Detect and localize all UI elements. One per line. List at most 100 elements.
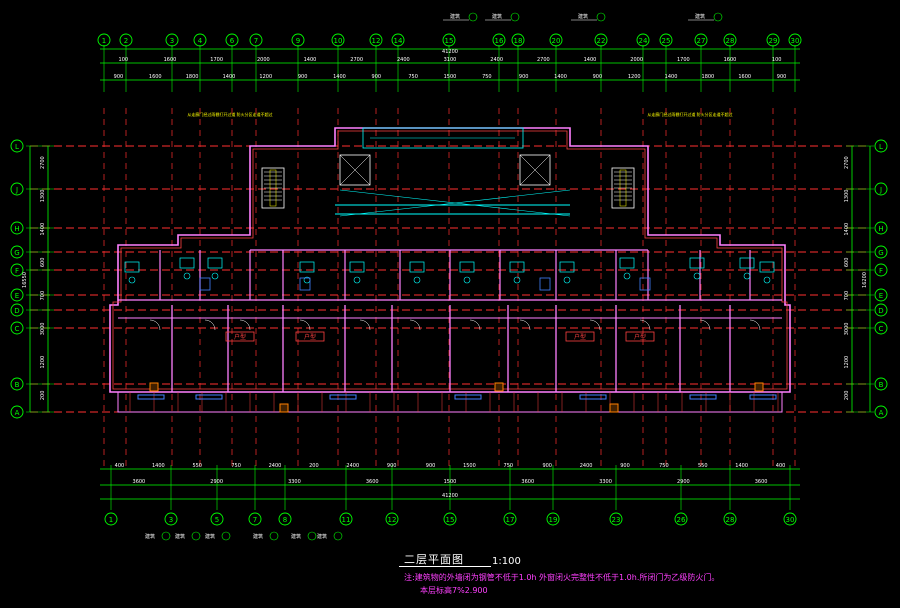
dim-text-right: 200 bbox=[844, 391, 850, 401]
dim-text-left-total: 16550 bbox=[22, 272, 28, 288]
door-swing bbox=[239, 319, 251, 331]
axis-label-left: G bbox=[14, 249, 19, 257]
callout-bubble bbox=[713, 12, 723, 22]
fixture-round bbox=[183, 272, 191, 280]
fixture-round bbox=[763, 276, 771, 284]
axis-bubble-left bbox=[10, 245, 24, 259]
dim-text-top-row2: 900 bbox=[114, 74, 124, 80]
callout-text-top: 建筑 bbox=[578, 13, 588, 20]
axis-label-top: 14 bbox=[394, 37, 403, 45]
dim-text-top-total: 41200 bbox=[442, 49, 458, 55]
axis-bubble-top bbox=[788, 33, 802, 47]
drawing-scale: 1:100 bbox=[492, 556, 521, 567]
axis-bubble-top bbox=[766, 33, 780, 47]
axis-bubble-top bbox=[291, 33, 305, 47]
dim-text-bot-row2: 3300 bbox=[288, 479, 301, 485]
dim-text-top-row2: 1400 bbox=[665, 74, 678, 80]
dim-text-bot-row1: 400 bbox=[776, 463, 786, 469]
dim-text-bot-row1: 750 bbox=[659, 463, 669, 469]
axis-label-top: 2 bbox=[124, 37, 128, 45]
axis-label-top: 25 bbox=[662, 37, 671, 45]
callout-note-left: 从走廊门经过雨棚打开过道 防火分区走道不超过 bbox=[187, 111, 272, 117]
window bbox=[749, 394, 777, 400]
dim-text-bot-row1: 1500 bbox=[463, 463, 476, 469]
dim-text-left: 1300 bbox=[40, 190, 46, 203]
axis-bubble-right bbox=[874, 377, 888, 391]
room-tag: 户型 bbox=[634, 333, 646, 341]
fire-note: 注:建筑物的外墙闭为钢管不低于1.0h 外窗闭火完整性不低于1.0h.所闭门为乙… bbox=[404, 573, 720, 582]
dim-text-bot-row1: 550 bbox=[192, 463, 202, 469]
dim-text-left: 200 bbox=[40, 391, 46, 401]
dim-text-top-row2: 900 bbox=[372, 74, 382, 80]
dim-text-bot-row2: 1500 bbox=[444, 479, 457, 485]
axis-label-bottom: 28 bbox=[726, 516, 735, 524]
axis-bubble-left bbox=[10, 321, 24, 335]
door-swing bbox=[699, 319, 711, 331]
dim-text-top-row2: 900 bbox=[519, 74, 529, 80]
axis-label-right: E bbox=[879, 292, 883, 300]
axis-label-top: 6 bbox=[230, 37, 235, 45]
callout-text-bottom: 建筑 bbox=[205, 533, 215, 540]
callout-text-bottom: 建筑 bbox=[145, 533, 155, 540]
dim-text-top-row1: 1600 bbox=[724, 57, 737, 63]
roof-corridor bbox=[362, 127, 524, 149]
callout-bubble bbox=[333, 531, 343, 541]
dim-text-top-row2: 1200 bbox=[628, 74, 641, 80]
dim-text-bot-row2: 2900 bbox=[210, 479, 223, 485]
axis-label-top: 28 bbox=[726, 37, 735, 45]
room-tag: 户型 bbox=[234, 333, 246, 341]
axis-label-top: 9 bbox=[296, 37, 300, 45]
axis-label-top: 29 bbox=[769, 37, 778, 45]
building-outline-inner bbox=[112, 130, 788, 390]
axis-label-left: C bbox=[15, 325, 20, 333]
axis-label-bottom: 26 bbox=[677, 516, 686, 524]
callout-bubble bbox=[596, 12, 606, 22]
fixture bbox=[207, 257, 223, 269]
axis-bubble-right bbox=[874, 405, 888, 419]
dim-text-top-row1: 2700 bbox=[537, 57, 550, 63]
fixture-round bbox=[128, 276, 136, 284]
axis-label-top: 18 bbox=[514, 37, 523, 45]
callout-bubble bbox=[161, 531, 171, 541]
axis-bubble-bottom bbox=[339, 512, 353, 526]
axis-label-bottom: 17 bbox=[506, 516, 515, 524]
dim-text-right: 600 bbox=[844, 258, 850, 268]
axis-label-bottom: 11 bbox=[342, 516, 351, 524]
dim-text-top-row1: 1700 bbox=[210, 57, 223, 63]
axis-bubble-right bbox=[874, 263, 888, 277]
fixture bbox=[179, 257, 195, 269]
dim-text-bot-total: 41200 bbox=[442, 493, 458, 499]
door-swing bbox=[409, 319, 421, 331]
dim-text-left: 600 bbox=[40, 258, 46, 268]
dim-text-top-row2: 750 bbox=[482, 74, 492, 80]
stair-right-handrail bbox=[619, 169, 627, 207]
dim-text-bot-row1: 550 bbox=[698, 463, 708, 469]
fixture-round bbox=[623, 272, 631, 280]
axis-bubble-top bbox=[391, 33, 405, 47]
fixture-round bbox=[743, 272, 751, 280]
callout-text-top: 建筑 bbox=[695, 13, 705, 20]
window bbox=[689, 394, 717, 400]
callout-text-bottom: 建筑 bbox=[253, 533, 263, 540]
dim-text-top-row2: 1400 bbox=[223, 74, 236, 80]
dim-text-top-row1: 100 bbox=[119, 57, 129, 63]
callout-text-bottom: 建筑 bbox=[317, 533, 327, 540]
fixture-round bbox=[513, 276, 521, 284]
fixture bbox=[299, 261, 315, 273]
axis-label-left: D bbox=[14, 307, 19, 315]
axis-bubble-right bbox=[874, 245, 888, 259]
axis-label-bottom: 8 bbox=[283, 516, 287, 524]
fixture bbox=[619, 257, 635, 269]
axis-label-bottom: 1 bbox=[109, 516, 113, 524]
room-tag-box bbox=[295, 331, 325, 342]
dim-text-top-row2: 900 bbox=[298, 74, 308, 80]
door-swing bbox=[359, 319, 371, 331]
axis-label-right: D bbox=[878, 307, 883, 315]
dim-text-right: 700 bbox=[844, 291, 850, 301]
dim-text-bot-row1: 1400 bbox=[152, 463, 165, 469]
axis-label-right: C bbox=[879, 325, 884, 333]
axis-label-top: 30 bbox=[791, 37, 800, 45]
axis-bubble-bottom bbox=[210, 512, 224, 526]
room-tag: 户型 bbox=[304, 333, 316, 341]
fixture bbox=[559, 261, 575, 273]
